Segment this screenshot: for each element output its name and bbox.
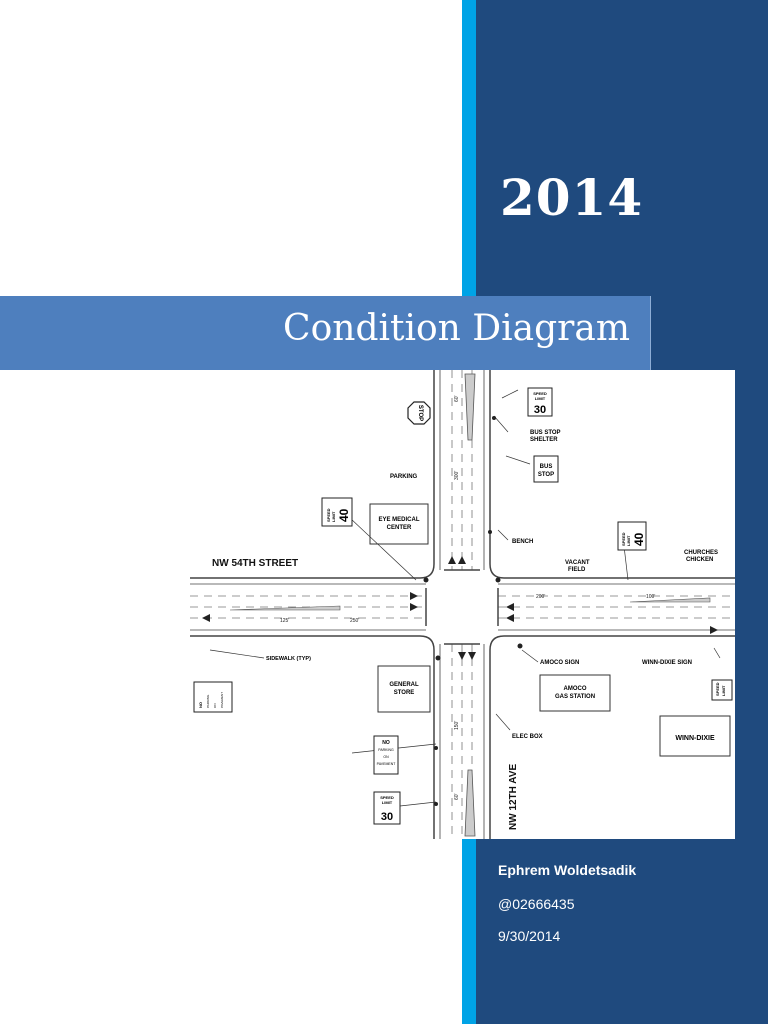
sign-east-edge: SPEED LIMIT	[711, 679, 733, 701]
no-parking-sign: NO PARKING ON PAVEMENT	[373, 735, 399, 775]
building-general-store: GENERAL STORE	[377, 665, 431, 713]
svg-text:40: 40	[632, 532, 646, 546]
street-label-ns: NW 12TH AVE	[508, 764, 519, 830]
speed-limit-sign-e: SPEED LIMIT 40	[617, 521, 647, 551]
svg-text:LIMIT: LIMIT	[721, 685, 726, 696]
svg-text:LIMIT: LIMIT	[535, 396, 546, 401]
svg-text:SPEED: SPEED	[326, 508, 331, 522]
author-name: Ephrem Woldetsadik	[498, 862, 637, 878]
svg-text:60': 60'	[454, 793, 460, 800]
svg-text:30: 30	[534, 404, 546, 416]
label-churches-chicken: CHURCHES CHICKEN	[684, 550, 718, 563]
bus-stop-sign: BUS STOP	[533, 455, 559, 483]
lane-lines	[190, 370, 735, 839]
svg-text:CHURCHES: CHURCHES	[684, 550, 718, 556]
svg-text:EYE MEDICAL: EYE MEDICAL	[378, 517, 419, 523]
svg-text:300': 300'	[454, 471, 460, 480]
svg-text:ON: ON	[383, 755, 389, 759]
svg-text:CENTER: CENTER	[387, 525, 412, 531]
svg-text:BUS: BUS	[540, 464, 553, 470]
label-bus-stop-shelter: BUS STOP SHELTER	[530, 430, 561, 443]
svg-text:40: 40	[337, 508, 351, 522]
svg-text:PAVEMENT: PAVEMENT	[377, 762, 397, 766]
svg-text:SHELTER: SHELTER	[530, 437, 558, 443]
stop-bars	[425, 569, 499, 645]
cover-title: Condition Diagram	[283, 308, 630, 349]
svg-text:FIELD: FIELD	[568, 567, 586, 573]
svg-text:NO: NO	[382, 740, 390, 746]
no-parking-sign-west: NO PARKING ON PAVEMENT	[193, 681, 233, 713]
label-parking: PARKING	[390, 474, 418, 480]
author-date: 9/30/2014	[498, 928, 561, 944]
svg-text:200': 200'	[536, 594, 545, 600]
svg-text:STOP: STOP	[417, 405, 423, 421]
svg-text:WINN-DIXIE: WINN-DIXIE	[675, 735, 715, 742]
svg-text:SPEED: SPEED	[715, 682, 720, 696]
lane-arrows	[202, 556, 718, 660]
label-winn-dixie-sign: WINN-DIXIE SIGN	[642, 660, 692, 666]
svg-text:LIMIT: LIMIT	[626, 535, 631, 546]
svg-text:SPEED: SPEED	[621, 532, 626, 546]
svg-text:250': 250'	[350, 618, 359, 624]
svg-text:30: 30	[381, 811, 393, 823]
stop-sign: STOP	[407, 401, 431, 425]
svg-text:ON: ON	[213, 704, 217, 709]
speed-limit-sign-nw: SPEED LIMIT 40	[321, 497, 353, 527]
svg-text:PAVEMENT: PAVEMENT	[220, 692, 224, 708]
svg-text:PARKING: PARKING	[206, 694, 210, 708]
svg-text:PARKING: PARKING	[378, 748, 394, 752]
svg-text:LIMIT: LIMIT	[331, 511, 336, 522]
road-edges	[190, 370, 735, 839]
building-eye-medical: EYE MEDICAL CENTER	[369, 503, 429, 545]
svg-text:STOP: STOP	[538, 472, 554, 478]
poles	[423, 416, 523, 806]
author-id: @02666435	[498, 896, 575, 912]
label-elec-box: ELEC BOX	[512, 734, 543, 740]
svg-text:NO: NO	[198, 702, 203, 708]
svg-text:SPEED: SPEED	[533, 391, 547, 396]
dimensions: 60' 300' 200' 100' 125' 250' 150' 60'	[280, 395, 655, 800]
leader-lines	[209, 389, 721, 807]
svg-text:100': 100'	[646, 594, 655, 600]
title-band: Condition Diagram	[0, 296, 651, 370]
building-amoco-station: AMOCO GAS STATION	[539, 674, 611, 712]
cover-year: 2014	[500, 168, 644, 227]
condition-diagram: NW 54TH STREET NW 12TH AVE EYE MEDICAL C…	[190, 370, 735, 839]
street-label-ew: NW 54TH STREET	[212, 558, 298, 569]
svg-text:GAS STATION: GAS STATION	[555, 694, 595, 700]
label-vacant-field: VACANT FIELD	[565, 560, 590, 573]
svg-text:150': 150'	[454, 721, 460, 730]
medians	[229, 373, 711, 837]
label-sidewalk: SIDEWALK (TYP)	[266, 656, 311, 662]
intersection-drawing: NW 54TH STREET NW 12TH AVE EYE MEDICAL C…	[190, 370, 735, 839]
label-bench: BENCH	[512, 539, 533, 545]
svg-text:VACANT: VACANT	[565, 560, 590, 566]
svg-text:STORE: STORE	[394, 690, 415, 696]
svg-text:GENERAL: GENERAL	[389, 682, 419, 688]
speed-limit-sign-ne: SPEED LIMIT 30	[527, 387, 553, 417]
svg-text:SPEED: SPEED	[380, 795, 394, 800]
svg-text:LIMIT: LIMIT	[382, 800, 393, 805]
svg-text:60': 60'	[454, 395, 460, 402]
speed-limit-sign-sw: SPEED LIMIT 30	[373, 791, 401, 825]
svg-text:125': 125'	[280, 618, 289, 624]
svg-text:BUS STOP: BUS STOP	[530, 430, 561, 436]
label-amoco-sign: AMOCO SIGN	[540, 660, 579, 666]
svg-text:CHICKEN: CHICKEN	[686, 557, 713, 563]
svg-text:AMOCO: AMOCO	[564, 686, 587, 692]
building-winn-dixie: WINN-DIXIE	[659, 715, 731, 757]
